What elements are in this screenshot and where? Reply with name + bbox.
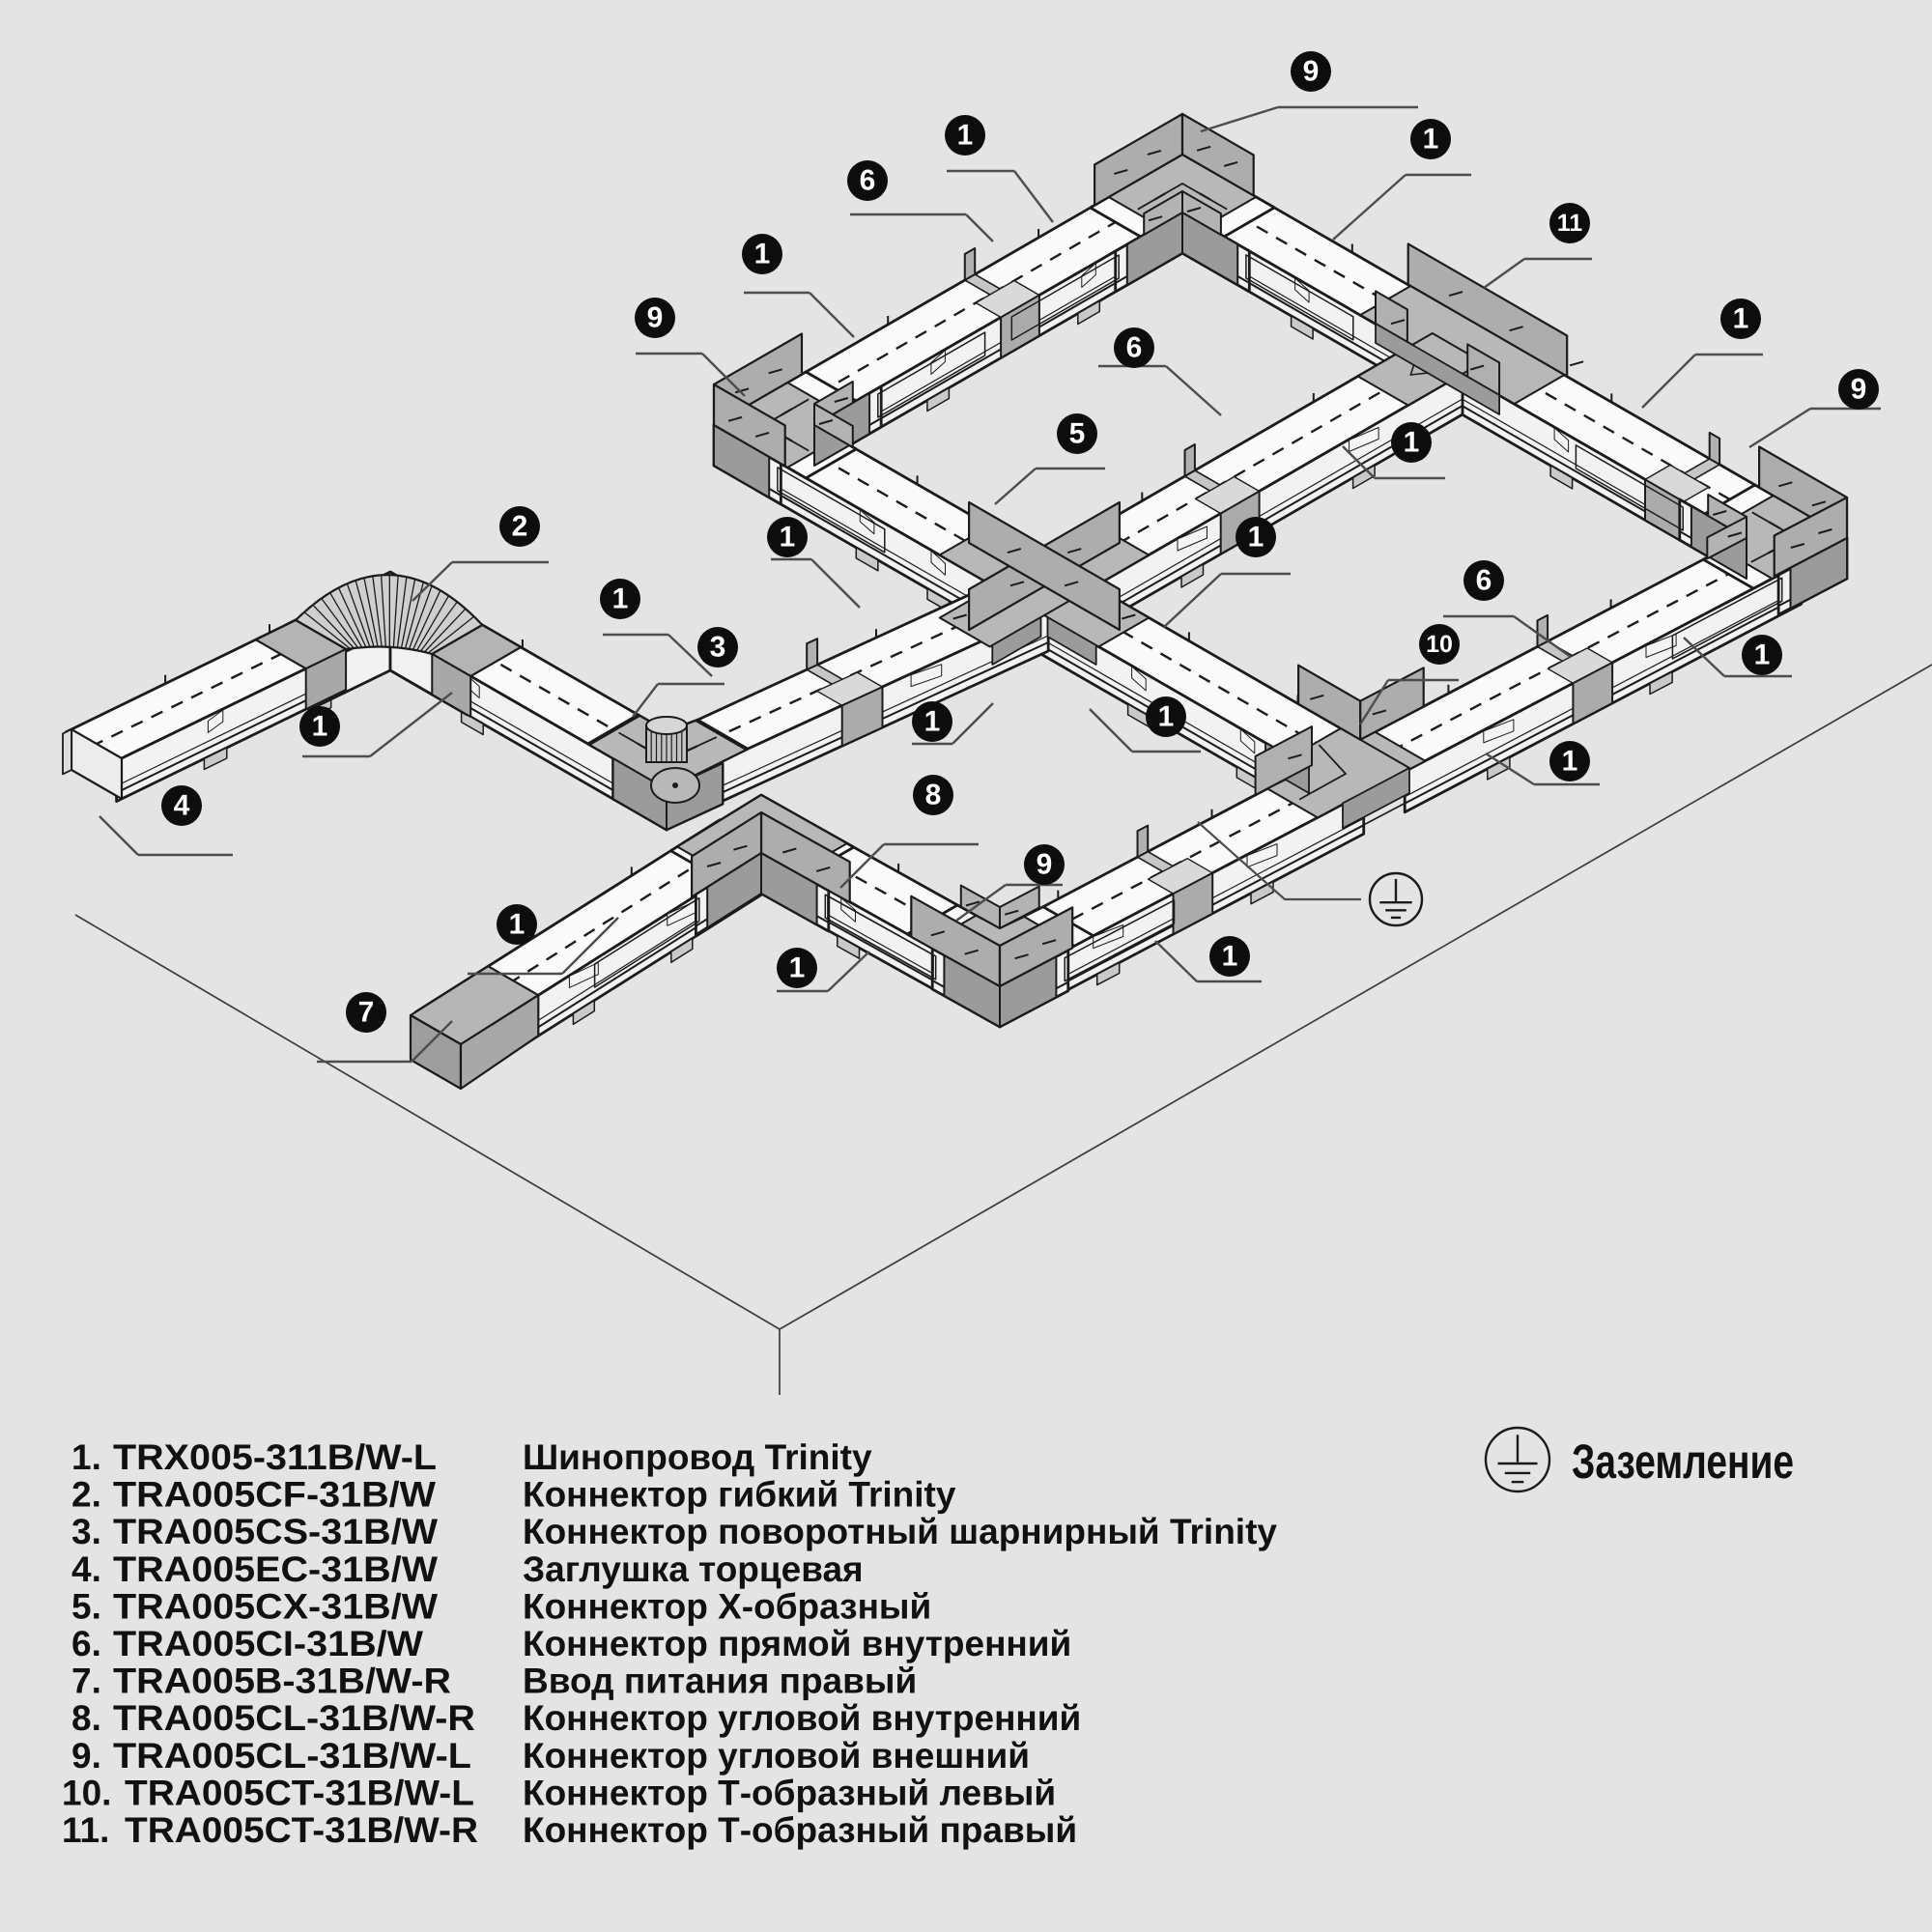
svg-text:Коннектор Т-образный левый: Коннектор Т-образный левый xyxy=(523,1773,1056,1812)
svg-text:Коннектор угловой внутренний: Коннектор угловой внутренний xyxy=(523,1698,1081,1738)
svg-text:6: 6 xyxy=(1476,565,1492,597)
svg-text:8.: 8. xyxy=(71,1698,101,1738)
svg-text:9: 9 xyxy=(1303,56,1320,88)
svg-text:Коннектор Т-образный правый: Коннектор Т-образный правый xyxy=(523,1810,1077,1850)
svg-text:7.: 7. xyxy=(71,1662,101,1701)
svg-text:1: 1 xyxy=(924,706,941,738)
svg-text:4.: 4. xyxy=(71,1549,101,1589)
svg-text:10: 10 xyxy=(1426,631,1453,658)
svg-text:1: 1 xyxy=(509,909,526,941)
svg-text:4: 4 xyxy=(174,790,190,822)
svg-text:3: 3 xyxy=(710,632,726,664)
svg-text:TRA005CL-31B/W-R: TRA005CL-31B/W-R xyxy=(113,1698,475,1738)
svg-text:1: 1 xyxy=(1423,124,1439,156)
svg-text:1: 1 xyxy=(1248,522,1264,554)
svg-text:Коннектор прямой внутренний: Коннектор прямой внутренний xyxy=(523,1624,1071,1663)
svg-text:TRA005CX-31B/W: TRA005CX-31B/W xyxy=(113,1586,438,1626)
svg-text:Ввод питания правый: Ввод питания правый xyxy=(523,1662,917,1701)
svg-text:2: 2 xyxy=(512,511,528,543)
svg-text:5.: 5. xyxy=(71,1586,101,1626)
svg-text:1: 1 xyxy=(1222,941,1238,973)
svg-text:TRA005B-31B/W-R: TRA005B-31B/W-R xyxy=(113,1662,451,1701)
svg-text:11.: 11. xyxy=(62,1810,109,1850)
svg-text:6: 6 xyxy=(1126,332,1143,364)
svg-text:8: 8 xyxy=(925,780,942,811)
svg-text:1: 1 xyxy=(312,711,328,743)
svg-text:TRA005CT-31B/W-R: TRA005CT-31B/W-R xyxy=(125,1810,478,1850)
svg-text:1: 1 xyxy=(780,522,796,554)
svg-text:TRA005CI-31B/W: TRA005CI-31B/W xyxy=(113,1624,423,1663)
svg-text:TRA005EC-31B/W: TRA005EC-31B/W xyxy=(113,1549,438,1589)
svg-text:TRA005CF-31B/W: TRA005CF-31B/W xyxy=(113,1475,436,1515)
svg-text:1: 1 xyxy=(957,120,974,152)
svg-text:1: 1 xyxy=(1562,746,1578,778)
svg-text:9: 9 xyxy=(647,302,664,334)
svg-text:1: 1 xyxy=(789,952,806,984)
svg-text:TRX005-311B/W-L: TRX005-311B/W-L xyxy=(113,1437,437,1477)
svg-text:TRA005CT-31B/W-L: TRA005CT-31B/W-L xyxy=(125,1773,474,1812)
svg-text:9: 9 xyxy=(1851,374,1867,406)
svg-text:Коннектор угловой внешний: Коннектор угловой внешний xyxy=(523,1736,1030,1776)
svg-text:1: 1 xyxy=(1158,701,1175,733)
svg-text:1: 1 xyxy=(754,239,771,270)
svg-text:6: 6 xyxy=(860,165,876,197)
svg-text:TRA005CL-31B/W-L: TRA005CL-31B/W-L xyxy=(113,1736,471,1776)
svg-text:9.: 9. xyxy=(71,1736,101,1776)
svg-text:6.: 6. xyxy=(71,1624,101,1663)
svg-text:11: 11 xyxy=(1557,210,1583,237)
svg-text:1.: 1. xyxy=(71,1437,101,1477)
svg-text:2.: 2. xyxy=(71,1475,101,1515)
svg-text:9: 9 xyxy=(1037,849,1053,881)
svg-text:1: 1 xyxy=(1404,427,1420,459)
svg-text:Заземление: Заземление xyxy=(1572,1435,1794,1489)
svg-text:7: 7 xyxy=(358,997,375,1029)
svg-text:1: 1 xyxy=(1754,639,1771,671)
svg-text:1: 1 xyxy=(1733,303,1749,335)
svg-text:Коннектор поворотный шарнирный: Коннектор поворотный шарнирный Trinity xyxy=(523,1512,1277,1551)
svg-text:TRA005CS-31B/W: TRA005CS-31B/W xyxy=(113,1512,438,1551)
svg-text:5: 5 xyxy=(1069,418,1086,450)
svg-text:1: 1 xyxy=(612,583,629,615)
svg-text:10.: 10. xyxy=(62,1773,111,1812)
svg-text:Коннектор гибкий Trinity: Коннектор гибкий Trinity xyxy=(523,1475,956,1515)
svg-text:3.: 3. xyxy=(71,1512,101,1551)
svg-text:Коннектор X-образный: Коннектор X-образный xyxy=(523,1586,931,1626)
svg-text:Заглушка торцевая: Заглушка торцевая xyxy=(523,1549,864,1589)
svg-text:Шинопровод Trinity: Шинопровод Trinity xyxy=(523,1437,872,1477)
